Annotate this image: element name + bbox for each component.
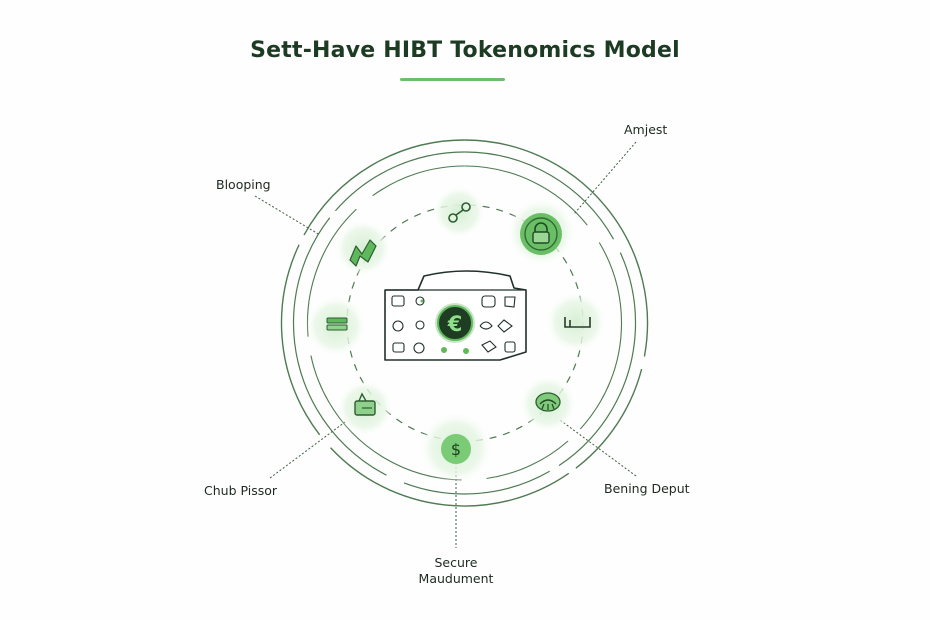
- central-token-coin: €: [435, 303, 475, 343]
- label-blooping: Blooping: [216, 177, 271, 192]
- outer-ring-1: [280, 139, 649, 507]
- glow-right: [546, 292, 606, 352]
- trend-arrow-icon: [349, 239, 377, 267]
- diagram-title: Sett-Have HIBT Tokenomics Model: [250, 38, 680, 63]
- label-secure-line1: Secure: [434, 555, 478, 570]
- connector-lines: [254, 141, 637, 548]
- label-amjest: Amjest: [624, 122, 668, 137]
- connector-bottom-left: [269, 421, 346, 479]
- panel-small-dots: [420, 299, 469, 354]
- title-underline: [400, 78, 505, 81]
- connector-top-left: [254, 195, 321, 236]
- connector-top-right: [573, 141, 637, 215]
- panel-grid-icons: [391, 295, 516, 354]
- label-chub-pissor: Chub Pissor: [204, 483, 278, 498]
- euro-glyph: €: [447, 312, 463, 336]
- label-secure-maudument: Secure Maudument: [406, 555, 506, 587]
- outer-ring-3: [306, 165, 623, 481]
- dollar-coin-icon: $: [441, 434, 471, 464]
- outer-ring-2: [292, 151, 637, 495]
- link-nodes-icon: [448, 202, 471, 223]
- dollar-glyph: $: [451, 440, 461, 459]
- label-bening-deput: Bening Deput: [604, 481, 690, 496]
- label-secure-line2: Maudument: [418, 571, 494, 586]
- shield-lock-icon: [520, 213, 562, 255]
- glow-top-left: [335, 220, 391, 276]
- wallet-icon: [354, 392, 376, 416]
- bracket-chart-icon: [564, 317, 591, 328]
- handshake-icon: [535, 392, 561, 412]
- stacked-bars-icon: [326, 317, 348, 331]
